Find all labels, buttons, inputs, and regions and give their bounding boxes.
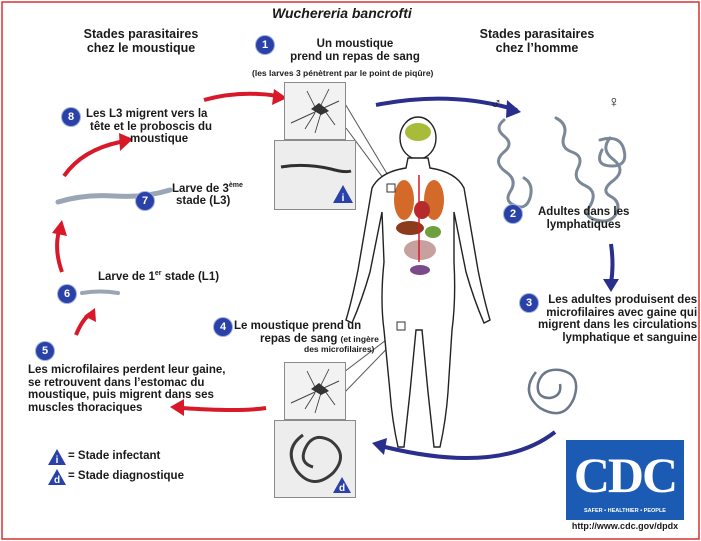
legend-diagnostic-label: = Stade diagnostique <box>68 470 184 483</box>
arrow-2-to-3 <box>611 244 613 283</box>
arrow-6-to-7-head <box>52 220 67 236</box>
header-mosquito-line-1: Stades parasitaires <box>66 28 216 42</box>
header-human-line-2: chez l’homme <box>462 42 612 56</box>
lung-left <box>394 180 414 220</box>
step-5-line-4: muscles thoraciques <box>28 402 225 415</box>
step-5-label: Les microfilaires perdent leur gaine, se… <box>28 364 225 415</box>
step-3-line-1: Les adultes produisent des <box>538 294 697 307</box>
step-4-label: Le moustique prend un repas de sang (et … <box>234 320 379 355</box>
arrow-7-to-8 <box>64 142 120 176</box>
step-3-line-4: lymphatique et sanguine <box>538 332 697 345</box>
step-2-badge: 2 <box>504 205 522 223</box>
diagnostic-stage-letter: d <box>339 483 345 494</box>
step-7-text: Larve de 3 <box>172 183 229 195</box>
diagram-title: Wuchereria bancrofti <box>272 6 412 21</box>
step-2-line-2: lymphatiques <box>538 219 629 232</box>
mosquito-icon <box>285 83 345 139</box>
step-7-line-1: Larve de 3ème <box>172 182 243 195</box>
adult-worm-loop <box>600 138 625 166</box>
step-3-line-2: microfilaires avec gaine qui <box>538 307 697 320</box>
arrow-8-to-1 <box>204 94 278 100</box>
arrow-2-to-3-head <box>603 279 619 292</box>
step-8-line-2: tête et le proboscis du <box>86 121 212 134</box>
header-human-stages: Stades parasitaires chez l’homme <box>462 28 612 56</box>
step-3-badge: 3 <box>520 294 538 312</box>
cdc-tagline: SAFER • HEALTHIER • PEOPLE <box>566 508 684 514</box>
heart <box>414 201 430 219</box>
panel-microfilaria: d <box>274 420 356 498</box>
step-3-label: Les adultes produisent des microfilaires… <box>538 294 697 345</box>
human-body <box>346 117 490 447</box>
step-7-label: Larve de 3ème stade (L3) <box>172 182 243 208</box>
step-1-line-1: Un moustique <box>280 38 430 51</box>
step-7-badge: 7 <box>136 192 154 210</box>
legend-infective-label: = Stade infectant <box>68 450 160 463</box>
liver <box>396 221 424 235</box>
step-8-line-1: Les L3 migrent vers la <box>86 108 212 121</box>
step-4-note-2: des microfilaires) <box>234 345 379 354</box>
step-1-line-2: prend un repas de sang <box>280 51 430 64</box>
arrow-1-to-2-head <box>506 100 521 118</box>
infective-stage-letter: i <box>342 193 345 204</box>
microfilaria-sheathed <box>529 370 576 413</box>
lymph-node-groin <box>410 265 430 275</box>
step-6-text-end: stade (L1) <box>162 271 220 283</box>
header-human-line-1: Stades parasitaires <box>462 28 612 42</box>
step-6-label: Larve de 1er stade (L1) <box>98 270 219 283</box>
step-8-badge: 8 <box>62 108 80 126</box>
brain <box>405 123 431 141</box>
step-5-line-1: Les microfilaires perdent leur gaine, <box>28 364 225 377</box>
legend-infective-letter: i <box>56 455 59 466</box>
step-8-label: Les L3 migrent vers la tête et le probos… <box>86 108 212 146</box>
step-5-badge: 5 <box>36 342 54 360</box>
step-4-line-1: Le moustique prend un <box>234 320 379 333</box>
step-1-note: (les larves 3 pénètrent par le point de … <box>252 69 433 78</box>
step-5-line-3: moustique, puis migrent dans ses <box>28 389 225 402</box>
step-7-sup: ème <box>229 182 243 189</box>
step-1-badge: 1 <box>256 36 274 54</box>
female-symbol: ♀ <box>608 94 620 112</box>
step-8-line-3: moustique <box>86 133 212 146</box>
panel-l3-larva: i <box>274 140 356 210</box>
step-2-line-1: Adultes dans les <box>538 206 629 219</box>
step-2-label: Adultes dans les lymphatiques <box>538 206 629 231</box>
male-symbol: ♂ <box>490 96 502 114</box>
l1-larva-drawing <box>80 288 120 298</box>
step-6-badge: 6 <box>58 285 76 303</box>
step-1-label: Un moustique prend un repas de sang <box>280 38 430 63</box>
arrow-6-to-7 <box>57 231 62 272</box>
cdc-logo-text: CDC <box>566 446 684 504</box>
arrow-3-to-4 <box>385 432 555 458</box>
diagnostic-stage-legend-icon: d <box>48 468 66 486</box>
cdc-url[interactable]: http://www.cdc.gov/dpdx <box>566 522 684 532</box>
cdc-logo: CDC SAFER • HEALTHIER • PEOPLE <box>566 440 684 520</box>
marker-box-top <box>387 184 395 192</box>
marker-box-bottom <box>397 322 405 330</box>
step-5-line-2: se retrouvent dans l’estomac du <box>28 377 225 390</box>
legend-diagnostic-letter: d <box>54 475 60 486</box>
step-6-text: Larve de 1 <box>98 271 155 283</box>
infective-stage-legend-icon: i <box>48 448 66 466</box>
arrow-3-to-4-head <box>372 438 387 455</box>
mosquito-icon-bottom <box>285 363 345 419</box>
panel-mosquito-feeding-top <box>284 82 346 140</box>
l3-larva-image: i <box>275 141 355 209</box>
step-4-line-2-text: repas de sang <box>260 333 337 345</box>
adult-worm-male <box>498 120 531 207</box>
header-mosquito-line-2: chez le moustique <box>66 42 216 56</box>
torso <box>346 158 490 447</box>
step-3-line-3: migrent dans les circulations <box>538 319 697 332</box>
step-4-note-1: (et ingère <box>341 334 379 344</box>
step-6-sup: er <box>155 270 162 277</box>
header-mosquito-stages: Stades parasitaires chez le moustique <box>66 28 216 56</box>
step-7-line-2: stade (L3) <box>172 195 243 208</box>
l3-larva-drawing <box>54 180 174 220</box>
panel-mosquito-feeding-bottom <box>284 362 346 420</box>
intestines <box>404 240 436 260</box>
microfilaria-image: d <box>275 421 355 497</box>
step-4-badge: 4 <box>214 318 232 336</box>
stomach <box>425 226 441 238</box>
